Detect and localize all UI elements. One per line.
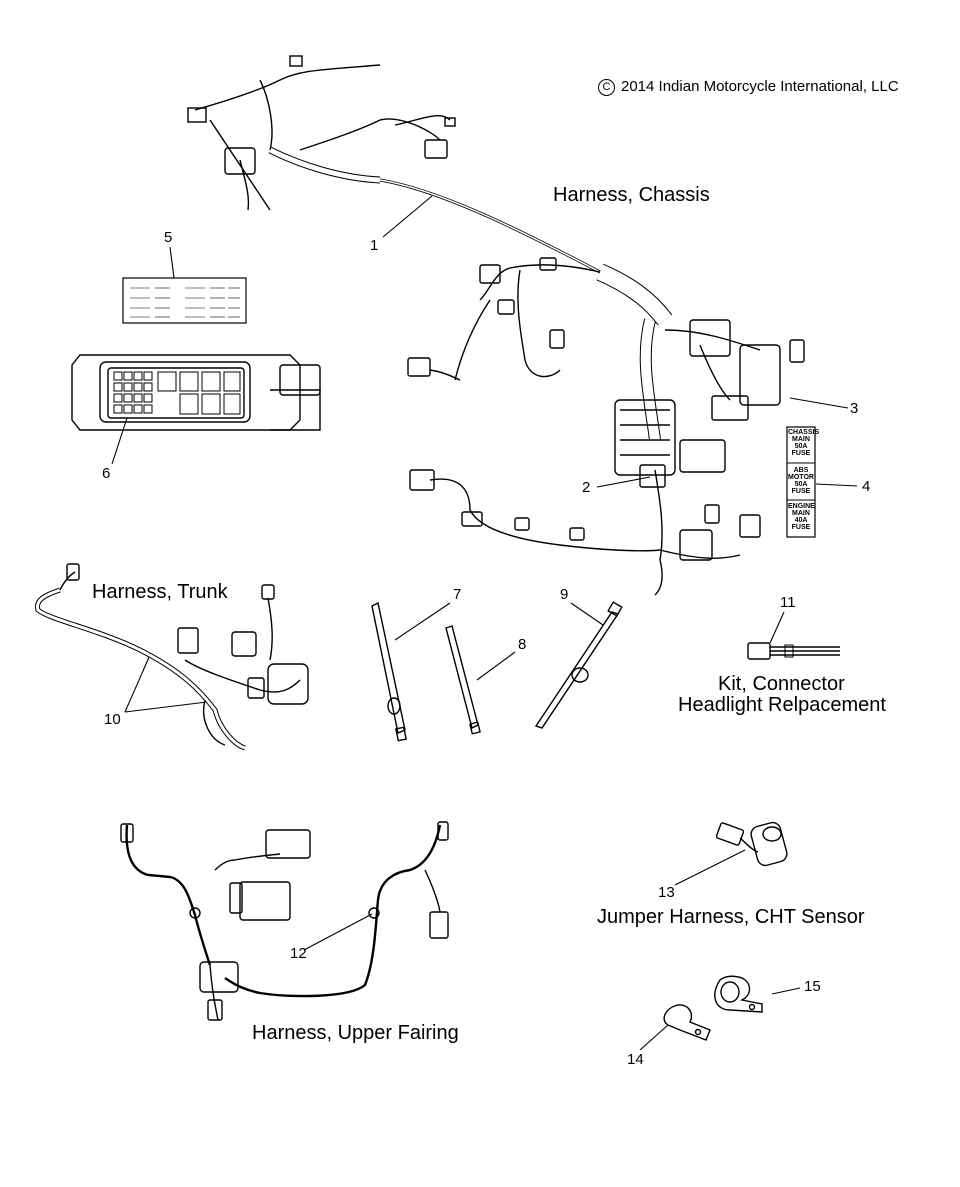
fuse-label-engine-main: ENGINE MAIN 40A FUSE — [788, 503, 815, 531]
callout-15: 15 — [804, 978, 821, 995]
callout-13: 13 — [658, 884, 675, 901]
callout-12: 12 — [290, 945, 307, 962]
relay-label-sticker — [122, 277, 247, 324]
fuse-label-line: ENGINE — [788, 503, 815, 510]
fuse-label-line: ABS — [793, 467, 809, 474]
caption-headlight-replacement: Headlight Relpacement — [678, 694, 886, 716]
callout-10: 10 — [104, 711, 121, 728]
copyright-notice: C 2014 Indian Motorcycle International, L… — [598, 78, 899, 96]
callout-9: 9 — [560, 586, 569, 603]
callout-8: 8 — [518, 636, 527, 653]
fuse-box — [71, 354, 321, 431]
callout-5: 5 — [164, 229, 173, 246]
fuse-label-chassis-main: CHASSIS MAIN 50A FUSE — [788, 429, 820, 457]
chassis-harness — [187, 55, 805, 596]
fuse-label-line: MAIN — [792, 436, 810, 443]
fuse-label-line: 50A FUSE — [791, 481, 811, 495]
fuse-label-line: MOTOR — [788, 474, 814, 481]
callout-3: 3 — [850, 400, 859, 417]
caption-harness-chassis: Harness, Chassis — [553, 184, 710, 206]
cable-ties — [371, 601, 623, 742]
caption-harness-upper-fairing: Harness, Upper Fairing — [252, 1022, 459, 1044]
fuse-label-sticker — [786, 426, 816, 538]
copyright-text: 2014 Indian Motorcycle International, LL… — [621, 78, 899, 95]
fuse-label-line: 40A FUSE — [791, 517, 811, 531]
clamps — [663, 975, 763, 1041]
fuse-label-line: 50A FUSE — [791, 443, 811, 457]
connector-kit — [747, 642, 840, 660]
caption-harness-trunk: Harness, Trunk — [92, 581, 228, 603]
callout-6: 6 — [102, 465, 111, 482]
callout-2: 2 — [582, 479, 591, 496]
trunk-harness — [34, 563, 309, 751]
caption-jumper-harness: Jumper Harness, CHT Sensor — [597, 906, 865, 928]
callout-4: 4 — [862, 478, 871, 495]
callout-14: 14 — [627, 1051, 644, 1068]
fuse-label-line: MAIN — [792, 510, 810, 517]
upper-fairing-harness — [120, 821, 449, 1021]
leader-lines — [111, 195, 858, 1051]
copyright-icon: C — [598, 79, 615, 96]
caption-kit-connector: Kit, Connector — [718, 673, 845, 695]
fuse-label-line: CHASSIS — [788, 429, 820, 436]
jumper-harness-cht — [715, 821, 788, 867]
callout-1: 1 — [370, 237, 379, 254]
callout-11: 11 — [780, 594, 796, 611]
fuse-label-abs-motor: ABS MOTOR 50A FUSE — [788, 467, 814, 495]
callout-7: 7 — [453, 586, 462, 603]
